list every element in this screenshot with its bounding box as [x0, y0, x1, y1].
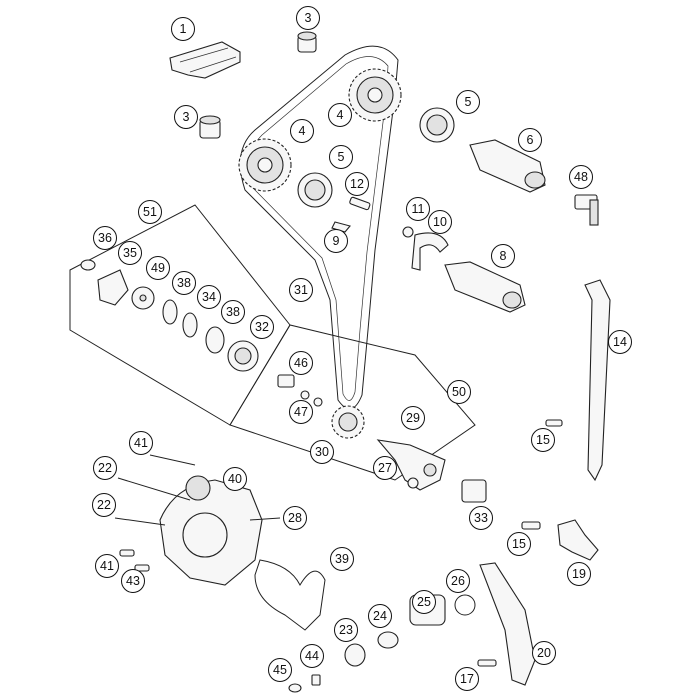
callout-32[interactable]: 32	[250, 315, 274, 339]
callout-40[interactable]: 40	[223, 467, 247, 491]
callout-10[interactable]: 10	[428, 210, 452, 234]
callout-17[interactable]: 17	[455, 667, 479, 691]
spring-11	[402, 226, 414, 238]
chain-guide-bracket	[169, 41, 241, 79]
group-50-frame	[229, 324, 476, 481]
callout-20[interactable]: 20	[532, 641, 556, 665]
callout-29[interactable]: 29	[401, 406, 425, 430]
callout-33[interactable]: 33	[469, 506, 493, 530]
crank-sprocket	[331, 405, 365, 439]
water-pump-parts	[80, 259, 259, 372]
camshaft-upper	[469, 139, 546, 193]
bolt-22-lower	[114, 517, 166, 526]
callout-45[interactable]: 45	[268, 658, 292, 682]
callout-14[interactable]: 14	[608, 330, 632, 354]
lever-10	[411, 232, 449, 271]
callout-35[interactable]: 35	[118, 241, 142, 265]
bushing-left	[199, 115, 221, 139]
bolt-15-upper	[545, 419, 563, 427]
callout-15-lower[interactable]: 15	[507, 532, 531, 556]
camshaft-sprocket-left	[238, 138, 292, 192]
callout-12[interactable]: 12	[345, 172, 369, 196]
callout-9[interactable]: 9	[324, 229, 348, 253]
callout-22-lower[interactable]: 22	[92, 493, 116, 517]
callout-22-upper[interactable]: 22	[93, 456, 117, 480]
plug-44	[311, 674, 321, 686]
callout-30[interactable]: 30	[310, 440, 334, 464]
callout-24[interactable]: 24	[368, 604, 392, 628]
callout-3-top[interactable]: 3	[296, 6, 320, 30]
callout-4-left[interactable]: 4	[290, 119, 314, 143]
bolt-15-lower	[521, 521, 541, 530]
bearing-lower	[297, 172, 333, 208]
callout-41-upper[interactable]: 41	[129, 431, 153, 455]
callout-15-upper[interactable]: 15	[531, 428, 555, 452]
sensor-48	[574, 194, 599, 226]
water-pump-cover	[159, 475, 263, 586]
gasket-39	[254, 559, 326, 631]
callout-44[interactable]: 44	[300, 644, 324, 668]
callout-25[interactable]: 25	[412, 590, 436, 614]
callout-49[interactable]: 49	[146, 256, 170, 280]
pin-12	[349, 196, 371, 211]
bolt-41-lower	[119, 549, 135, 557]
clip-9	[331, 221, 351, 233]
callout-26[interactable]: 26	[446, 569, 470, 593]
callout-39[interactable]: 39	[330, 547, 354, 571]
seal-24	[377, 631, 399, 649]
leader-28	[249, 517, 281, 521]
o-ring-26	[454, 594, 476, 616]
callout-5-upper[interactable]: 5	[456, 90, 480, 114]
bolt-41-upper	[149, 454, 196, 466]
callout-28[interactable]: 28	[283, 506, 307, 530]
camshaft-lower	[444, 261, 526, 313]
cap-23	[344, 643, 366, 667]
bushing-top	[297, 31, 317, 53]
tensioner-blade	[479, 562, 536, 686]
callout-46[interactable]: 46	[289, 351, 313, 375]
callout-38-upper[interactable]: 38	[172, 271, 196, 295]
callout-36[interactable]: 36	[93, 226, 117, 250]
callout-47[interactable]: 47	[289, 400, 313, 424]
callout-31[interactable]: 31	[289, 278, 313, 302]
pump-shaft-parts	[277, 374, 446, 491]
callout-1[interactable]: 1	[171, 17, 195, 41]
tensioner-19	[557, 519, 599, 561]
callout-23[interactable]: 23	[334, 618, 358, 642]
bolt-22-upper	[117, 477, 191, 501]
callout-8[interactable]: 8	[491, 244, 515, 268]
callout-43[interactable]: 43	[121, 569, 145, 593]
callout-19[interactable]: 19	[567, 562, 591, 586]
callout-27[interactable]: 27	[373, 456, 397, 480]
chain-guide-long	[584, 279, 611, 482]
callout-41-lower[interactable]: 41	[95, 554, 119, 578]
callout-48[interactable]: 48	[569, 165, 593, 189]
callout-5-lower[interactable]: 5	[329, 145, 353, 169]
bolt-17	[477, 659, 497, 667]
bearing-upper	[419, 107, 455, 143]
callout-11[interactable]: 11	[406, 197, 430, 221]
needle-bearing	[461, 479, 487, 503]
callout-50[interactable]: 50	[447, 380, 471, 404]
camshaft-sprocket-right	[348, 68, 402, 122]
callout-38-lower[interactable]: 38	[221, 300, 245, 324]
callout-51[interactable]: 51	[138, 200, 162, 224]
callout-4-right[interactable]: 4	[328, 103, 352, 127]
callout-34[interactable]: 34	[197, 285, 221, 309]
callout-3-left[interactable]: 3	[174, 105, 198, 129]
callout-6[interactable]: 6	[518, 128, 542, 152]
washer-45	[288, 683, 302, 693]
